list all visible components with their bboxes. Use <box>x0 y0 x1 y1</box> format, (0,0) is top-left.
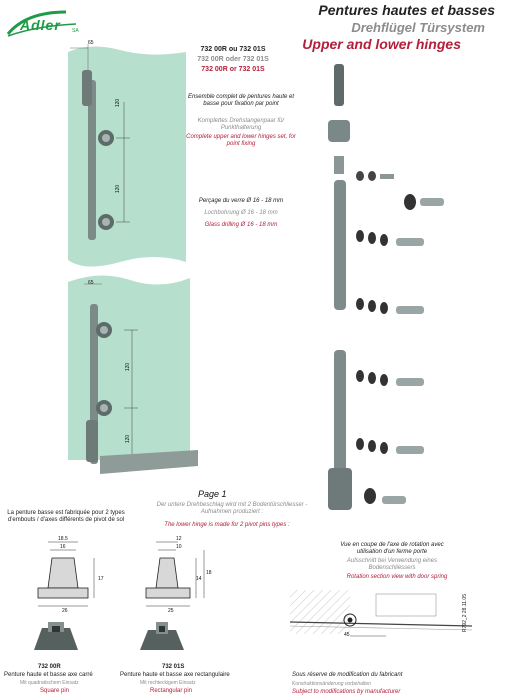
square-pin-fr: Penture haute et basse axe carré <box>4 672 93 678</box>
square-dim-top: 18.5 <box>58 536 68 542</box>
ensemble-de: Komplettes Drehstangenpaar für Punkthalt… <box>197 118 285 131</box>
square-pin-drawing <box>37 541 95 607</box>
drilling-de: Lochbohrung Ø 16 - 18 mm <box>204 210 278 216</box>
square-dim-inner: 16 <box>60 544 66 550</box>
footer-fr: Sous réserve de modification du fabrican… <box>292 672 403 678</box>
company-logo: Adler SA <box>6 8 84 40</box>
exploded-hinge-view <box>328 64 444 510</box>
rotation-en: Rotation section view with door spring <box>346 574 448 580</box>
rect-pin-de: Mit rechteckigem Einsatz <box>140 680 196 686</box>
lower-dim-2: 120 <box>125 434 132 444</box>
rect-dim-h1: 14 <box>196 576 202 582</box>
lower-hinge-drawing <box>68 275 198 474</box>
square-dim-bottom: 26 <box>62 608 68 614</box>
rect-pin-en: Rectangular pin <box>150 688 193 694</box>
title-fr: Pentures hautes et basses <box>318 2 495 18</box>
lower-hinge-en: The lower hinge is made for 2 pivot pins… <box>164 522 290 528</box>
code-fr: 732 00R ou 732 01S <box>200 46 266 53</box>
code-en: 732 00R or 732 01S <box>201 66 265 73</box>
ensemble-en: Complete upper and lower hinges set, for… <box>186 134 296 147</box>
lower-dim-1: 120 <box>125 362 132 372</box>
rect-dim-h2: 18 <box>206 570 212 576</box>
rect-dim-bottom: 25 <box>168 608 174 614</box>
footer-de: Konstruktionsänderung vorbehalten <box>292 681 371 687</box>
rotation-dim: 45 <box>344 632 350 638</box>
rect-pin-fr: Penture haute et basse axe rectangulaire <box>120 672 230 678</box>
pivot-note-fr: La penture basse est fabriquée pour 2 ty… <box>7 510 125 523</box>
drilling-en: Glass drilling Ø 16 - 18 mm <box>204 222 278 228</box>
square-pin-de: Mit quadratischem Einsatz <box>20 680 79 686</box>
drilling-fr: Perçage du verre Ø 16 - 18 mm <box>198 198 284 204</box>
rect-pin-drawing <box>145 541 205 607</box>
code-de: 732 00R oder 732 01S <box>197 56 269 63</box>
upper-dim-2: 120 <box>115 184 122 194</box>
title-de: Drehflügel Türsystem <box>351 20 485 35</box>
square-pin-code: 732 00R <box>38 664 61 670</box>
logo-text: Adler <box>20 17 61 33</box>
lower-hinge-de: Der untere Drehbeschlag wird mit 2 Boden… <box>156 502 308 515</box>
rotation-de: Aufsschnitt bei Verwendung eines Bodensc… <box>346 558 438 571</box>
upper-hinge-drawing <box>68 44 186 267</box>
logo-swoosh-icon <box>6 10 77 37</box>
upper-dim-1: 120 <box>115 98 122 108</box>
rect-dim-top1: 12 <box>176 536 182 542</box>
rotation-section-drawing <box>289 590 473 637</box>
ensemble-fr: Ensemble complet de pentures haute et ba… <box>187 94 295 107</box>
square-dim-height: 17 <box>98 576 104 582</box>
title-en: Upper and lower hinges <box>302 36 461 52</box>
lower-dim-top: 65 <box>88 280 94 286</box>
square-pin-en: Square pin <box>40 688 70 694</box>
footer-ref: R792_2 28.11.05 <box>462 594 468 632</box>
logo-suffix: SA <box>72 28 79 34</box>
footer-en: Subject to modifications by manufacturer <box>292 689 401 695</box>
upper-dim-top: 65 <box>88 40 94 46</box>
square-pin-render <box>34 622 78 650</box>
rotation-fr: Vue en coupe de l'axe de rotation avec u… <box>340 542 444 555</box>
rect-pin-render <box>140 622 184 650</box>
rect-dim-top2: 10 <box>176 544 182 550</box>
rect-pin-code: 732 01S <box>162 664 185 670</box>
page-label: Page 1 <box>198 489 227 499</box>
